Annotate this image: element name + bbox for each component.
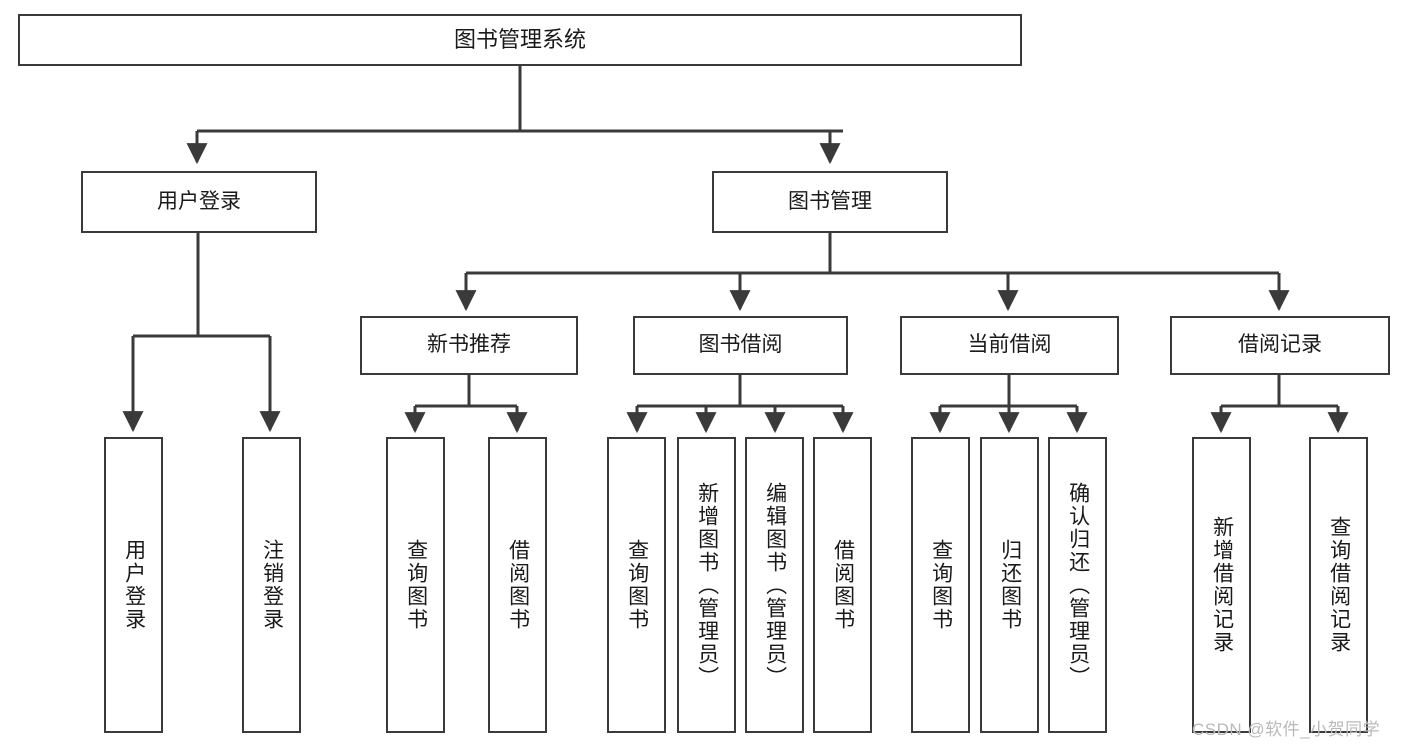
node-current-borrow[interactable]: 当前借阅 [900,316,1119,375]
leaf-recommend-query-book-label: 查询图书 [404,539,428,631]
node-book-borrow[interactable]: 图书借阅 [633,316,848,375]
leaf-current-confirm-return[interactable]: 确认归还（管理员） [1048,437,1107,733]
leaf-user-login-signin[interactable]: 用户登录 [104,437,163,733]
leaf-current-return-book[interactable]: 归还图书 [980,437,1039,733]
leaf-record-add-record[interactable]: 新增借阅记录 [1192,437,1251,733]
leaf-borrow-edit-book[interactable]: 编辑图书（管理员） [745,437,804,733]
node-book-management-label: 图书管理 [788,189,872,213]
leaf-current-confirm-return-label: 确认归还（管理员） [1066,481,1090,689]
leaf-recommend-borrow-book[interactable]: 借阅图书 [488,437,547,733]
leaf-user-login-signin-label: 用户登录 [122,539,146,631]
leaf-borrow-edit-book-label: 编辑图书（管理员） [763,481,787,689]
node-user-login-label: 用户登录 [157,189,241,213]
leaf-record-add-record-label: 新增借阅记录 [1210,516,1234,654]
leaf-recommend-borrow-book-label: 借阅图书 [506,539,530,631]
node-borrow-record[interactable]: 借阅记录 [1170,316,1390,375]
node-book-borrow-label: 图书借阅 [698,333,783,357]
node-borrow-record-label: 借阅记录 [1238,333,1322,357]
leaf-record-query-record[interactable]: 查询借阅记录 [1309,437,1368,733]
leaf-current-query-book[interactable]: 查询图书 [911,437,970,733]
node-root-system[interactable]: 图书管理系统 [18,14,1022,66]
leaf-current-return-book-label: 归还图书 [998,539,1022,631]
leaf-user-login-signout[interactable]: 注销登录 [242,437,301,733]
leaf-user-login-signout-label: 注销登录 [260,539,284,631]
leaf-record-query-record-label: 查询借阅记录 [1327,516,1351,654]
node-book-management[interactable]: 图书管理 [712,171,948,233]
node-current-borrow-label: 当前借阅 [967,333,1052,357]
node-new-book-recommend-label: 新书推荐 [427,333,511,357]
leaf-current-query-book-label: 查询图书 [929,539,953,631]
node-new-book-recommend[interactable]: 新书推荐 [360,316,578,375]
leaf-borrow-borrow-book[interactable]: 借阅图书 [813,437,872,733]
leaf-borrow-borrow-book-label: 借阅图书 [831,539,855,631]
leaf-borrow-add-book[interactable]: 新增图书（管理员） [677,437,736,733]
node-root-system-label: 图书管理系统 [453,27,586,53]
leaf-borrow-query-book[interactable]: 查询图书 [607,437,666,733]
node-user-login[interactable]: 用户登录 [81,171,317,233]
leaf-borrow-query-book-label: 查询图书 [625,539,649,631]
leaf-recommend-query-book[interactable]: 查询图书 [386,437,445,733]
leaf-borrow-add-book-label: 新增图书（管理员） [695,481,719,689]
